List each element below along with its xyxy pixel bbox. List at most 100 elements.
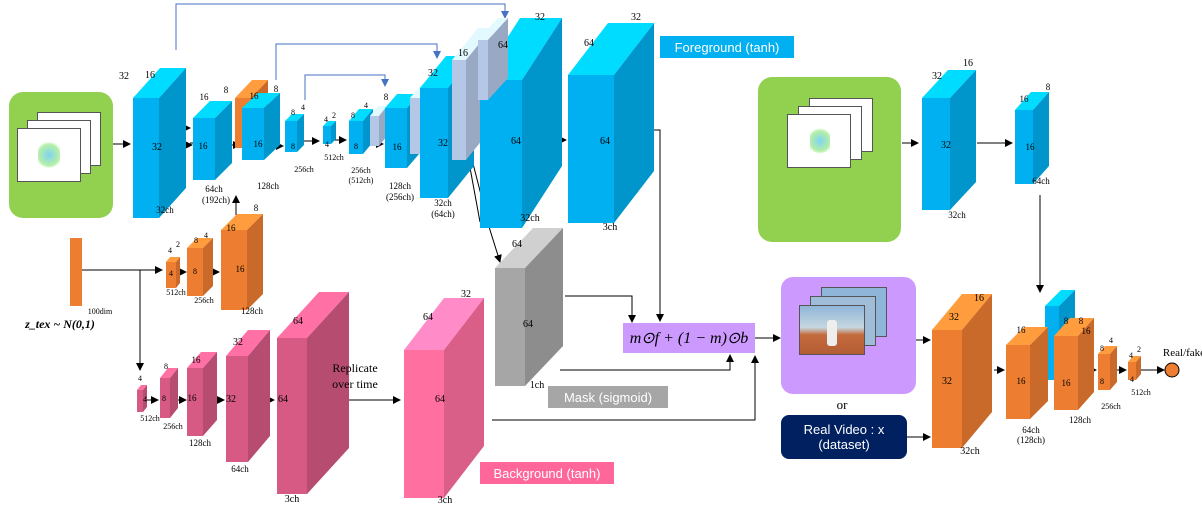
skip-1 bbox=[175, 3, 509, 50]
fg-block-1s-side bbox=[488, 18, 508, 100]
bgs5-ch: 3ch bbox=[285, 494, 299, 505]
d5-ch: 512ch bbox=[1131, 388, 1151, 397]
video-frames bbox=[799, 287, 909, 362]
tex1-depth: 2 bbox=[176, 240, 180, 249]
d-block-4-top bbox=[1098, 346, 1117, 354]
tex-block-3-side bbox=[247, 214, 263, 310]
bgs-block-2 bbox=[160, 368, 178, 418]
d4-depth: 4 bbox=[1109, 336, 1113, 345]
tex-block-3 bbox=[221, 214, 263, 310]
enc5-depth: 2 bbox=[332, 111, 336, 120]
d-block-1-top bbox=[932, 294, 992, 330]
enc2o-height: 16 bbox=[250, 91, 260, 101]
enc5-width: 4 bbox=[325, 140, 329, 149]
bgs-block-5 bbox=[277, 292, 349, 494]
fl-block-1-front bbox=[922, 98, 950, 210]
real-video-line1: Real Video : x bbox=[803, 422, 885, 437]
flow-frames-left bbox=[17, 112, 107, 192]
tex-block-2 bbox=[187, 238, 213, 296]
tex-block-1-side bbox=[176, 257, 180, 288]
d2-height: 16 bbox=[1017, 325, 1027, 335]
tex1-height: 4 bbox=[168, 246, 172, 255]
fg-block-2 bbox=[568, 23, 654, 223]
enc-block-5-front bbox=[323, 126, 331, 144]
bgs2-ch: 256ch bbox=[163, 422, 183, 431]
fg-block-2-side bbox=[614, 23, 654, 223]
tex3-width: 16 bbox=[236, 264, 246, 274]
fg-block-1s bbox=[478, 18, 508, 100]
enc-block-2-top bbox=[193, 101, 232, 118]
dec-block-2-front bbox=[385, 108, 407, 168]
bgs-block-2-front bbox=[160, 378, 170, 418]
mask-block-top bbox=[495, 228, 563, 268]
enc-block-1-side bbox=[159, 68, 186, 218]
fg1-ch: 32ch bbox=[520, 213, 539, 224]
dec1-depth: 4 bbox=[364, 101, 368, 110]
tex-block-3-top bbox=[221, 214, 263, 230]
enc5-ch: 512ch bbox=[324, 153, 344, 162]
enc-block-5-side bbox=[331, 121, 336, 144]
fg2-depth: 32 bbox=[631, 12, 641, 23]
bgs3-width: 16 bbox=[188, 393, 198, 403]
enc1-channels: 32ch bbox=[156, 205, 174, 215]
fg-block-2-front bbox=[568, 75, 614, 223]
d-block-2b-top bbox=[1045, 290, 1075, 306]
dec-block-2s-front bbox=[410, 98, 420, 154]
bg-height: 64 bbox=[423, 312, 433, 323]
enc4-height: 8 bbox=[291, 108, 295, 117]
d1-depth: 16 bbox=[974, 293, 984, 304]
mask-label: Mask (sigmoid) bbox=[548, 386, 668, 408]
d3-depth: 8 bbox=[1079, 316, 1084, 326]
fl-block-2-front bbox=[1015, 110, 1033, 184]
bgs-block-3 bbox=[187, 352, 217, 436]
fl2-depth: 8 bbox=[1046, 82, 1051, 92]
d1-width: 32 bbox=[942, 376, 952, 387]
d-block-2-front bbox=[1006, 345, 1030, 419]
blend-formula-box: m⊙f + (1 − m)⊙b bbox=[623, 323, 755, 353]
dec2-ch: 128ch bbox=[389, 181, 411, 191]
enc2-depth: 16 bbox=[200, 92, 210, 102]
bgs3-height: 16 bbox=[192, 355, 202, 365]
dec3-ch: 32ch bbox=[434, 198, 452, 208]
d-block-3-front bbox=[1054, 336, 1078, 410]
d-block-4 bbox=[1098, 346, 1117, 390]
bg-depth: 32 bbox=[461, 289, 471, 300]
enc5-height: 4 bbox=[324, 115, 328, 124]
bgs-block-1 bbox=[137, 385, 147, 412]
enc-block-2o-top bbox=[235, 80, 268, 98]
fg1-depth: 32 bbox=[535, 12, 545, 23]
bgs-block-3-top bbox=[187, 352, 217, 368]
enc4-depth: 4 bbox=[301, 103, 305, 112]
d-block-3 bbox=[1054, 318, 1094, 410]
enc3-ch: 128ch bbox=[257, 181, 279, 191]
fg2-height: 64 bbox=[584, 38, 594, 49]
tex3-ch: 128ch bbox=[241, 306, 263, 316]
bgs2-height: 8 bbox=[164, 362, 168, 371]
dec2-depth: 8 bbox=[384, 92, 389, 102]
mask-to-formula-2 bbox=[560, 354, 734, 371]
or-label: or bbox=[837, 397, 849, 412]
d-block-2-top bbox=[1006, 327, 1048, 345]
tex2-width: 8 bbox=[193, 267, 197, 276]
tex-block-2-front bbox=[187, 248, 203, 296]
dec-block-1s-top bbox=[370, 106, 387, 116]
output-node bbox=[1164, 362, 1180, 378]
fl1-width: 32 bbox=[941, 140, 951, 151]
tex-block-3-front bbox=[221, 230, 247, 310]
mask-to-formula bbox=[565, 295, 636, 323]
noise-vector bbox=[70, 238, 82, 306]
enc-block-2-front bbox=[193, 118, 215, 180]
enc-block-4-top bbox=[285, 114, 304, 121]
foreground-label: Foreground (tanh) bbox=[660, 36, 794, 58]
replicate-line2: over time bbox=[332, 377, 378, 391]
tex2-height: 8 bbox=[194, 236, 198, 245]
fl-block-1-side bbox=[950, 70, 976, 210]
enc-block-4-front bbox=[285, 121, 297, 152]
real-fake-label: Real/fake bbox=[1163, 347, 1202, 359]
fg2-width: 64 bbox=[600, 136, 610, 147]
fl1-depth: 16 bbox=[963, 58, 973, 69]
fl-block-2-top bbox=[1015, 92, 1049, 110]
real-video-box: Real Video : x (dataset) bbox=[781, 415, 907, 459]
tex-block-2-side bbox=[203, 238, 213, 296]
fg-block-1-front bbox=[480, 80, 522, 228]
